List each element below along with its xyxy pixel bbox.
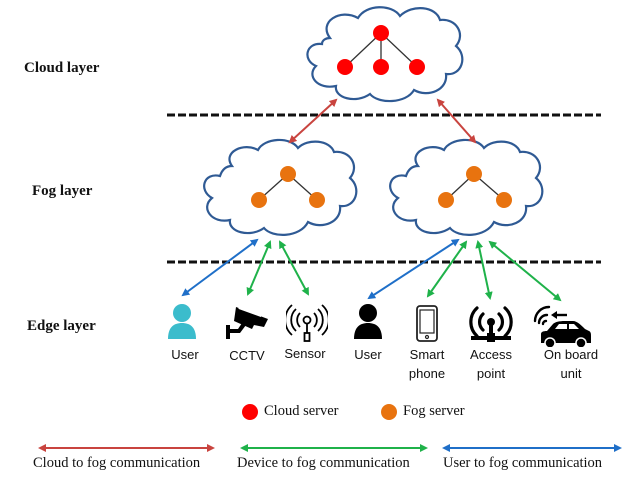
car-icon — [533, 305, 591, 347]
device-label-line: point — [476, 366, 506, 381]
fog-server-node — [438, 192, 454, 208]
device-label-access-point: Access point — [451, 345, 531, 383]
device-label-user-1: User — [171, 347, 199, 362]
legend-cloud-to-fog-label: Cloud to fog communication — [33, 455, 201, 471]
device-label-line: Smart — [409, 347, 445, 362]
device-label-line: phone — [408, 366, 446, 381]
fog-server-tree-right — [438, 166, 512, 208]
cloud-server-node — [337, 59, 353, 75]
fog-layer-cloud-right — [389, 138, 544, 236]
device-label-line: On board — [543, 347, 599, 362]
device-label-line: Access — [470, 347, 512, 362]
user-to-fog-arrow — [367, 238, 460, 300]
fog-server-node — [251, 192, 267, 208]
device-to-fog-arrow — [279, 240, 309, 296]
fog-server-node — [309, 192, 325, 208]
cloud-to-fog-arrow — [288, 98, 338, 144]
cloud-to-fog-arrow — [436, 98, 477, 144]
fog-server-node — [496, 192, 512, 208]
sensor-antenna-icon — [286, 304, 328, 342]
cctv-camera-icon — [226, 306, 268, 339]
cloud-server-node — [373, 59, 389, 75]
cloud-server-node — [409, 59, 425, 75]
fog-server-node — [280, 166, 296, 182]
fog-server-tree-left — [251, 166, 325, 208]
fog-server-node — [466, 166, 482, 182]
device-label-cctv: CCTV — [229, 348, 265, 363]
cloud-server-node — [373, 25, 389, 41]
fog-layer-label: Fog layer — [32, 183, 93, 199]
device-label-line: unit — [560, 366, 582, 381]
edge-layer-label: Edge layer — [27, 318, 96, 334]
cloud-layer-label: Cloud layer — [24, 60, 100, 76]
legend-fog-server-label: Fog server — [403, 403, 465, 419]
legend-cloud-server-dot — [242, 404, 258, 420]
user-icon — [168, 304, 196, 339]
device-label-user-2: User — [354, 347, 382, 362]
legend-cloud-server-label: Cloud server — [264, 403, 339, 419]
cloud-server-tree — [337, 25, 425, 75]
fog-layer-cloud-left — [203, 138, 358, 236]
user-icon — [354, 304, 382, 339]
device-label-on-board-unit: On board unit — [531, 345, 611, 383]
device-label-sensor: Sensor — [284, 346, 326, 361]
device-to-fog-arrow — [475, 240, 493, 300]
user-to-fog-arrow — [181, 238, 259, 297]
device-label-smartphone: Smart phone — [387, 345, 467, 383]
device-to-fog-arrow — [488, 240, 562, 302]
access-point-icon — [469, 306, 513, 342]
device-to-fog-arrow — [246, 240, 272, 296]
cloud-layer-cloud — [306, 6, 464, 103]
device-to-fog-arrow — [426, 240, 468, 298]
legend-fog-server-dot — [381, 404, 397, 420]
legend-user-to-fog-label: User to fog communication — [443, 455, 603, 471]
legend-device-to-fog-label: Device to fog communication — [237, 455, 410, 471]
smartphone-icon — [416, 305, 438, 342]
